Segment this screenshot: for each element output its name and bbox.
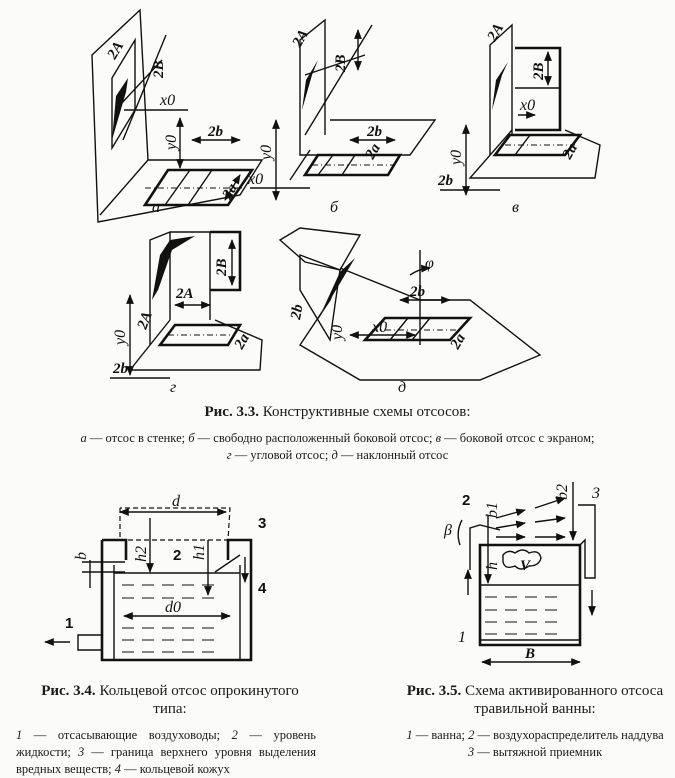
label-2B: 2B: [214, 258, 230, 277]
label-2a: 2a: [231, 331, 253, 353]
legend-text: — вытяжной приемник: [474, 745, 603, 759]
legend-key: а: [80, 431, 87, 445]
caption-title: Кольцевой отсос опрокинутого: [99, 683, 299, 699]
fig-3-4-caption: Рис. 3.4. Кольцевой отсос опрокинутого т…: [10, 682, 330, 718]
legend-text: — отсос в стенке;: [86, 431, 189, 445]
legend-key: д: [331, 448, 338, 462]
label-d0: d0: [165, 599, 181, 616]
legend-text: — ванна;: [412, 728, 469, 742]
label-2b: 2b: [366, 124, 383, 140]
label-4: 4: [258, 580, 267, 597]
caption-title: Схема активированного отсоса: [464, 683, 664, 699]
label-y0: y0: [448, 150, 465, 167]
label-2a: 2a: [362, 141, 384, 163]
label-2B: 2B: [333, 54, 349, 73]
label-1: 1: [65, 615, 73, 632]
legend-key: 3: [467, 745, 475, 759]
label-x0: x0: [371, 319, 387, 336]
label-2A: 2A: [289, 27, 312, 51]
fig-3-3-d-diagram: φ 2b 2b y0 x0 2a: [278, 227, 542, 381]
legend-key: 3: [77, 745, 85, 759]
label-b: b: [73, 552, 90, 560]
legend-text: — кольцевой кожух: [120, 762, 230, 776]
label-beta: β: [443, 522, 452, 539]
label-2b: 2b: [437, 173, 454, 189]
panel-letter-b: б: [330, 199, 339, 216]
panel-letter-a: а: [152, 199, 160, 216]
label-2b-top: 2b: [409, 284, 426, 300]
fig-3-4-legend: 1 — отсасывающие воздуховоды; 2 — уровен…: [16, 727, 316, 778]
panel-letter-v: в: [512, 199, 519, 216]
caption-number: Рис. 3.3.: [204, 404, 259, 420]
caption-title-cont: травильной ванны:: [474, 701, 596, 717]
label-phi: φ: [425, 255, 434, 272]
legend-text: — отсасывающие воздуховоды;: [22, 728, 232, 742]
fig-3-4-diagram: d d0 h1 h2 b 1 2 3 4: [45, 493, 267, 662]
fig-3-5-caption: Рис. 3.5. Схема активированного отсоса т…: [375, 682, 675, 718]
label-d: d: [172, 493, 181, 510]
legend-key: 4: [114, 762, 121, 776]
label-2a: 2a: [219, 181, 241, 203]
label-y0: y0: [112, 330, 129, 347]
fig-3-3-g-diagram: 2B 2A 2A y0 2a 2b: [110, 230, 263, 379]
label-3: 3: [258, 515, 266, 532]
legend-text: — наклонный отсос: [337, 448, 449, 462]
legend-key: г: [226, 448, 232, 462]
legend-key: 1: [16, 728, 23, 742]
legend-key: 1: [406, 728, 413, 742]
caption-title-cont: типа:: [153, 701, 187, 717]
fig-3-5-legend: 1 — ванна; 2 — воздухораспределитель над…: [375, 727, 675, 761]
label-h2: h2: [133, 546, 150, 562]
fig-3-3-b-diagram: 2A 2B 2b y0 2a x0: [247, 18, 437, 201]
label-2A: 2A: [175, 286, 194, 302]
panel-letter-d: д: [398, 379, 406, 396]
legend-key: 2: [468, 728, 475, 742]
legend-key: в: [435, 431, 442, 445]
label-2b-side: 2b: [288, 303, 307, 322]
label-y0: y0: [258, 145, 275, 162]
label-x0: x0: [159, 92, 175, 109]
fig-3-3-legend: а — отсос в стенке; б — свободно располо…: [0, 430, 675, 464]
legend-text: — воздухораспределитель наддува: [474, 728, 664, 742]
label-2b: 2b: [207, 124, 224, 140]
label-2B: 2B: [531, 62, 547, 81]
legend-text: — боковой отсос с экраном;: [441, 431, 595, 445]
legend-key: 2: [231, 728, 238, 742]
label-b2: b2: [554, 484, 571, 500]
caption-number: Рис. 3.5.: [406, 683, 462, 699]
label-h1: h1: [191, 544, 208, 560]
legend-text: — уровень жидкости;: [16, 728, 316, 759]
label-2a: 2a: [447, 331, 469, 353]
caption-title: Конструктивные схемы отсосов:: [262, 404, 471, 420]
legend-text: — граница верхнего уровня выделения вред…: [16, 745, 317, 776]
label-3: 3: [591, 485, 600, 502]
label-2B: 2B: [151, 60, 167, 79]
caption-number: Рис. 3.4.: [41, 683, 96, 699]
fig-3-3-v-diagram: 2A 2B x0 y0 2a 2b: [437, 21, 601, 196]
fig-3-5-diagram: b1 b2 β h V B 1 2 3: [443, 482, 600, 666]
label-2A: 2A: [484, 21, 507, 45]
label-x0: x0: [247, 171, 263, 188]
label-1: 1: [458, 629, 466, 646]
legend-text: — свободно расположенный боковой отсос;: [194, 431, 436, 445]
label-h: h: [484, 562, 501, 570]
label-y0: y0: [163, 135, 180, 152]
label-2a: 2a: [559, 141, 581, 163]
label-2: 2: [173, 547, 181, 564]
panel-letter-g: г: [170, 379, 176, 396]
label-b1: b1: [484, 502, 501, 518]
label-y0: y0: [329, 325, 346, 342]
label-B: B: [524, 646, 535, 662]
fig-3-3-a-diagram: 2A 2B x0 y0 2b 2a: [91, 8, 264, 223]
label-2: 2: [462, 492, 470, 509]
legend-text: — угловой отсос;: [231, 448, 332, 462]
label-x0: x0: [519, 97, 535, 114]
fig-3-3-caption: Рис. 3.3. Конструктивные схемы отсосов:: [0, 403, 675, 421]
label-V: V: [520, 558, 532, 574]
label-2b: 2b: [112, 361, 129, 377]
legend-key: б: [188, 431, 195, 445]
label-2A-side: 2A: [134, 309, 155, 332]
